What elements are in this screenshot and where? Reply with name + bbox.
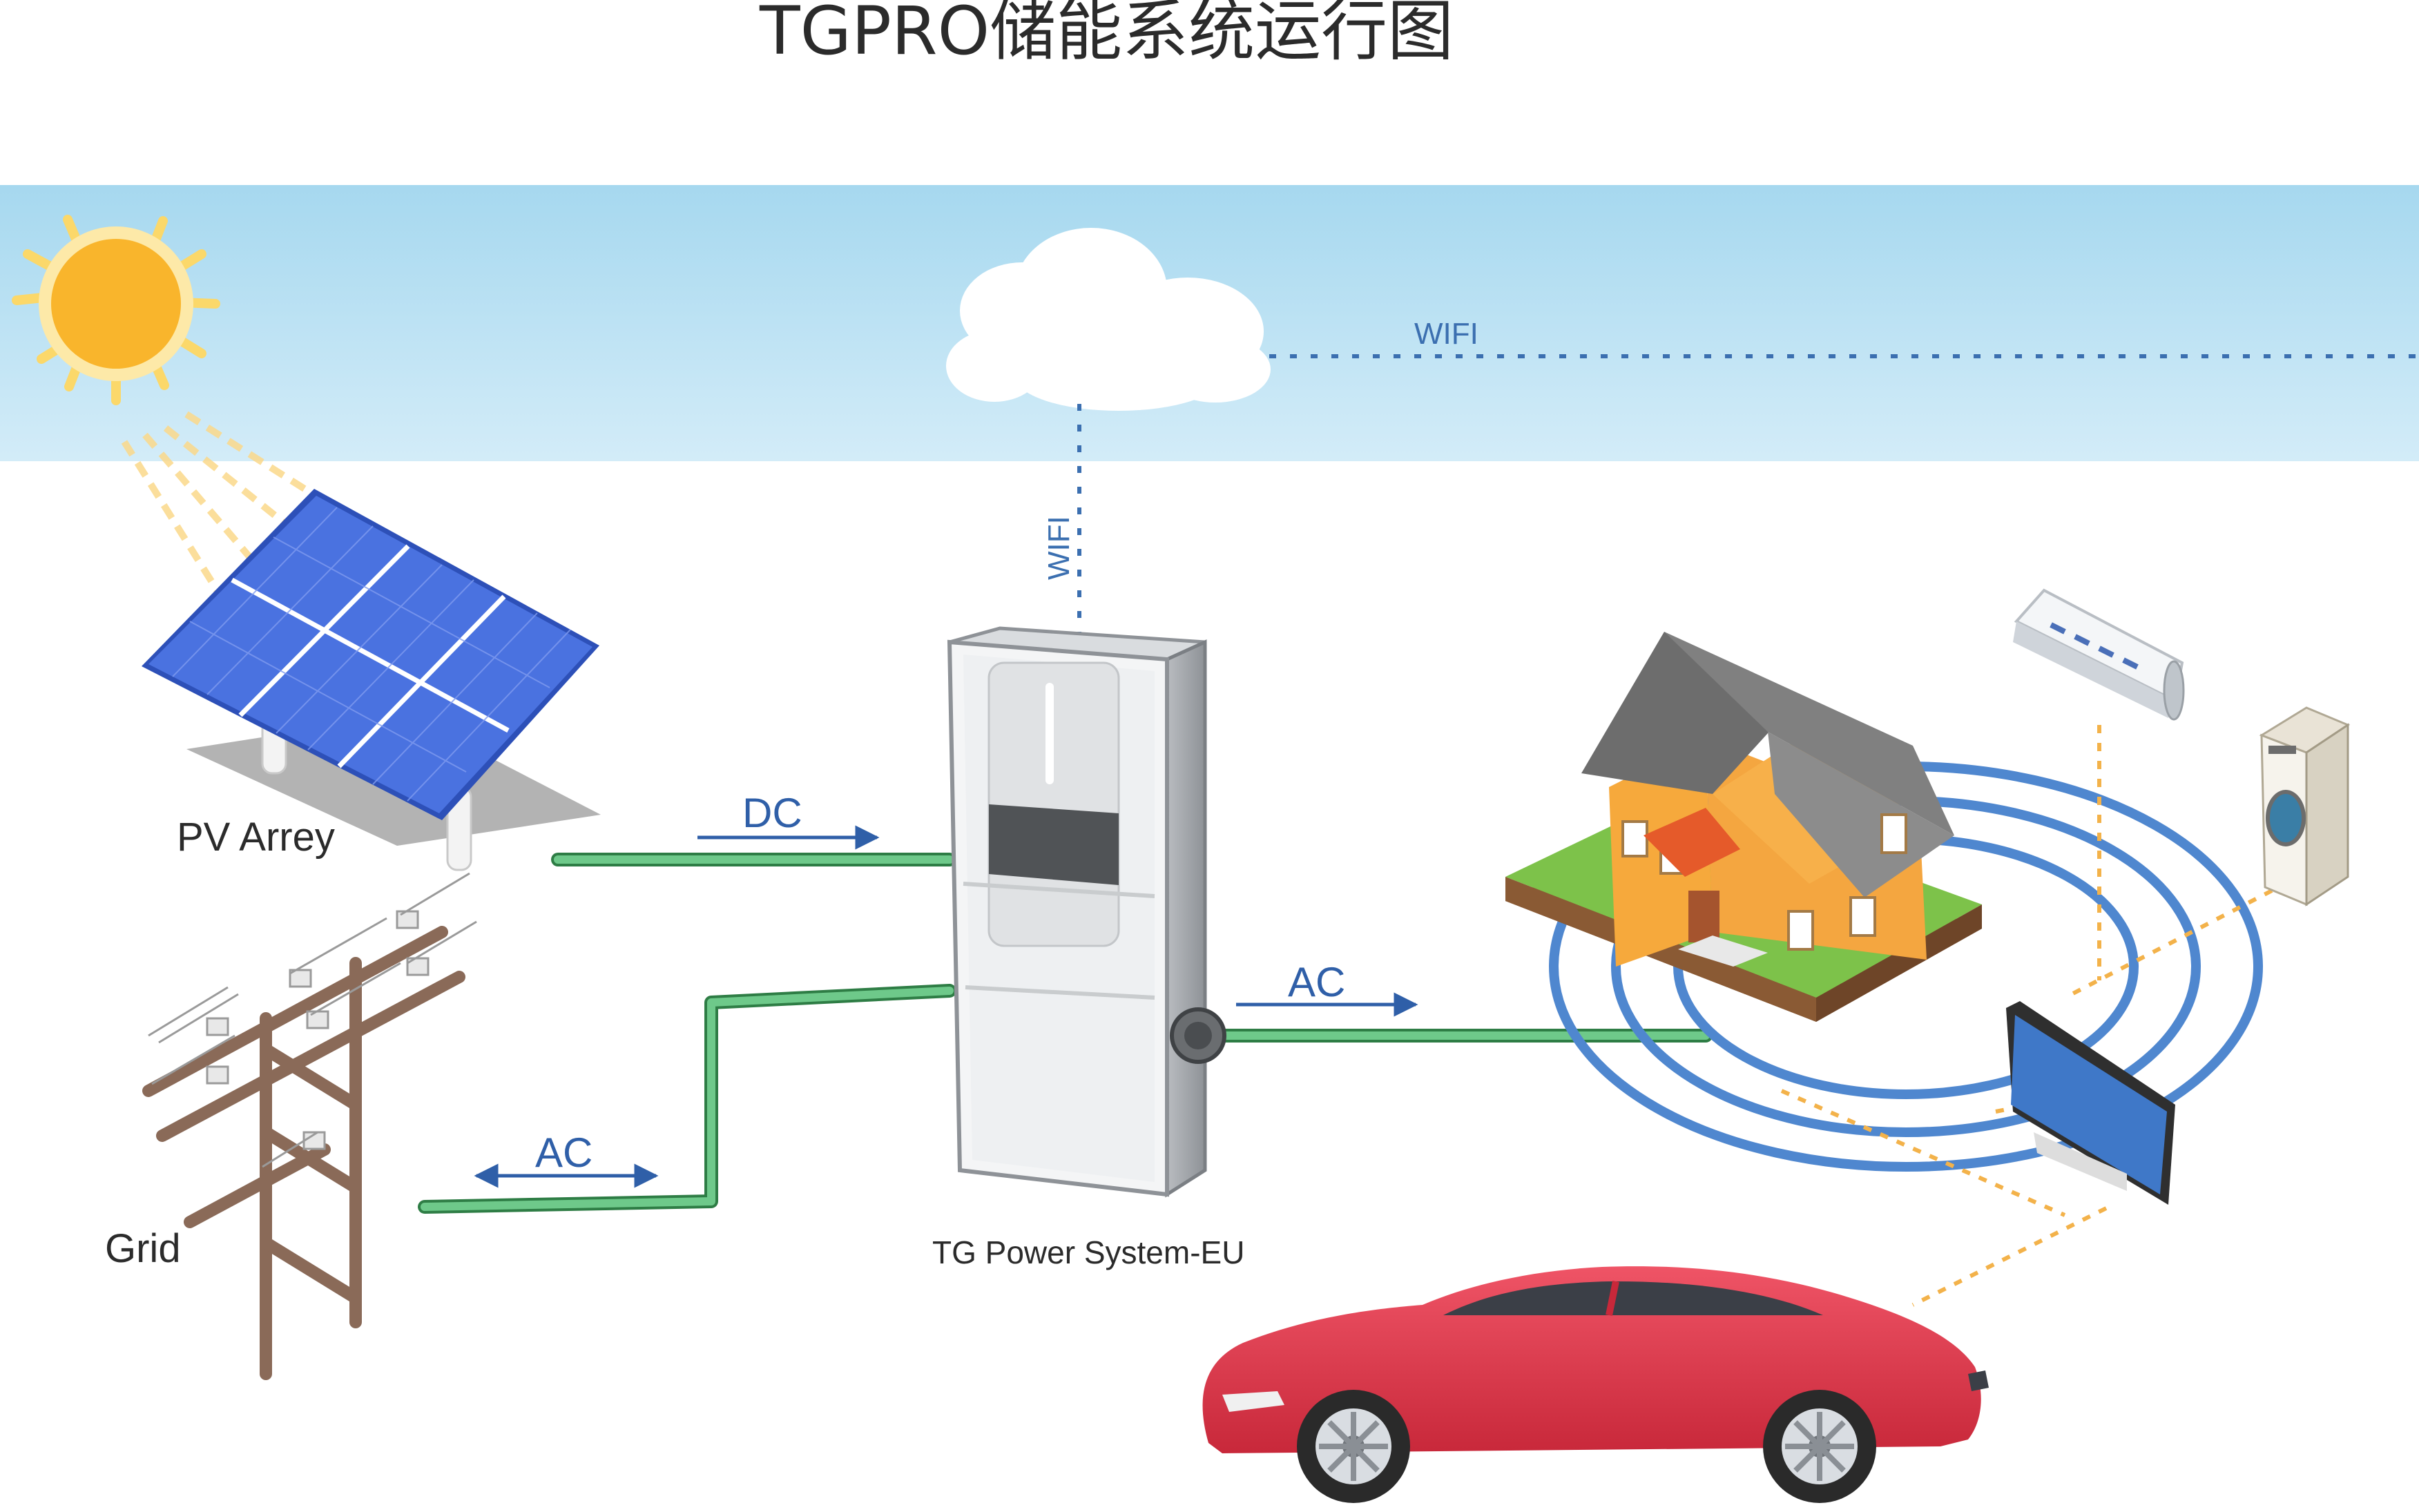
grid-label: Grid	[105, 1226, 181, 1271]
power-pole-icon	[142, 872, 477, 1380]
cloud-icon	[946, 228, 1271, 411]
wifi-label-vertical: WIFI	[1042, 516, 1076, 580]
pv-label: PV Arrey	[177, 815, 335, 860]
ac-grid-label: AC	[535, 1130, 592, 1176]
dc-label: DC	[742, 790, 802, 836]
wifi-label-horizontal: WIFI	[1414, 317, 1478, 351]
house-icon	[1505, 632, 1982, 1022]
solar-panel-icon	[142, 489, 601, 871]
sun-icon	[12, 215, 220, 405]
system-label: TG Power System-EU	[932, 1234, 1244, 1270]
air-conditioner-icon	[2013, 588, 2185, 721]
sun-beams	[121, 411, 320, 610]
battery-cabinet-icon	[947, 626, 1226, 1198]
diagram-title: TGPRO储能系统运行图	[759, 0, 1454, 70]
car-icon	[1202, 1266, 1989, 1503]
tv-icon	[2006, 1001, 2175, 1205]
cables	[418, 853, 1713, 1214]
ac-house-label: AC	[1288, 959, 1345, 1005]
washing-machine-icon	[2259, 706, 2351, 907]
